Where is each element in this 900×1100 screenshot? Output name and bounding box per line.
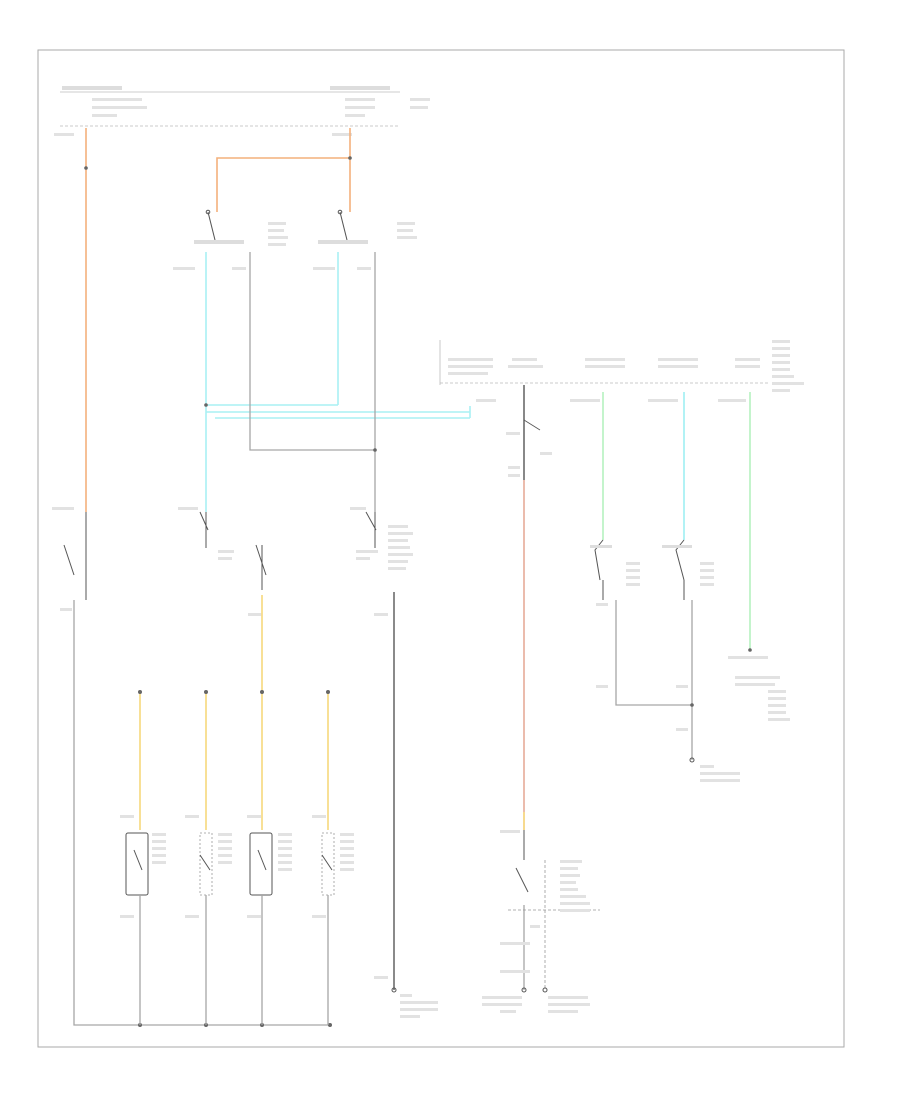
left-ground-bus <box>73 600 332 1027</box>
left-door-jamb-switch <box>194 209 288 246</box>
fuse-box-header <box>54 86 430 136</box>
top-orange-loop <box>216 128 352 212</box>
diagram-frame <box>37 49 845 1048</box>
lower-center-switch <box>482 830 600 1013</box>
right-door-jamb-switch <box>318 209 417 244</box>
left-orange-feed <box>84 128 88 512</box>
green-wire-far-right <box>728 392 790 721</box>
door-switch-columns <box>120 595 354 1025</box>
light-blue-harness <box>173 252 471 512</box>
center-pink-wire <box>506 385 552 830</box>
gray-return-wires <box>232 252 377 512</box>
middle-switch-row <box>52 507 413 616</box>
right-switches <box>590 539 740 782</box>
center-left-gray-wire <box>374 592 438 1018</box>
module-connector <box>439 340 804 402</box>
